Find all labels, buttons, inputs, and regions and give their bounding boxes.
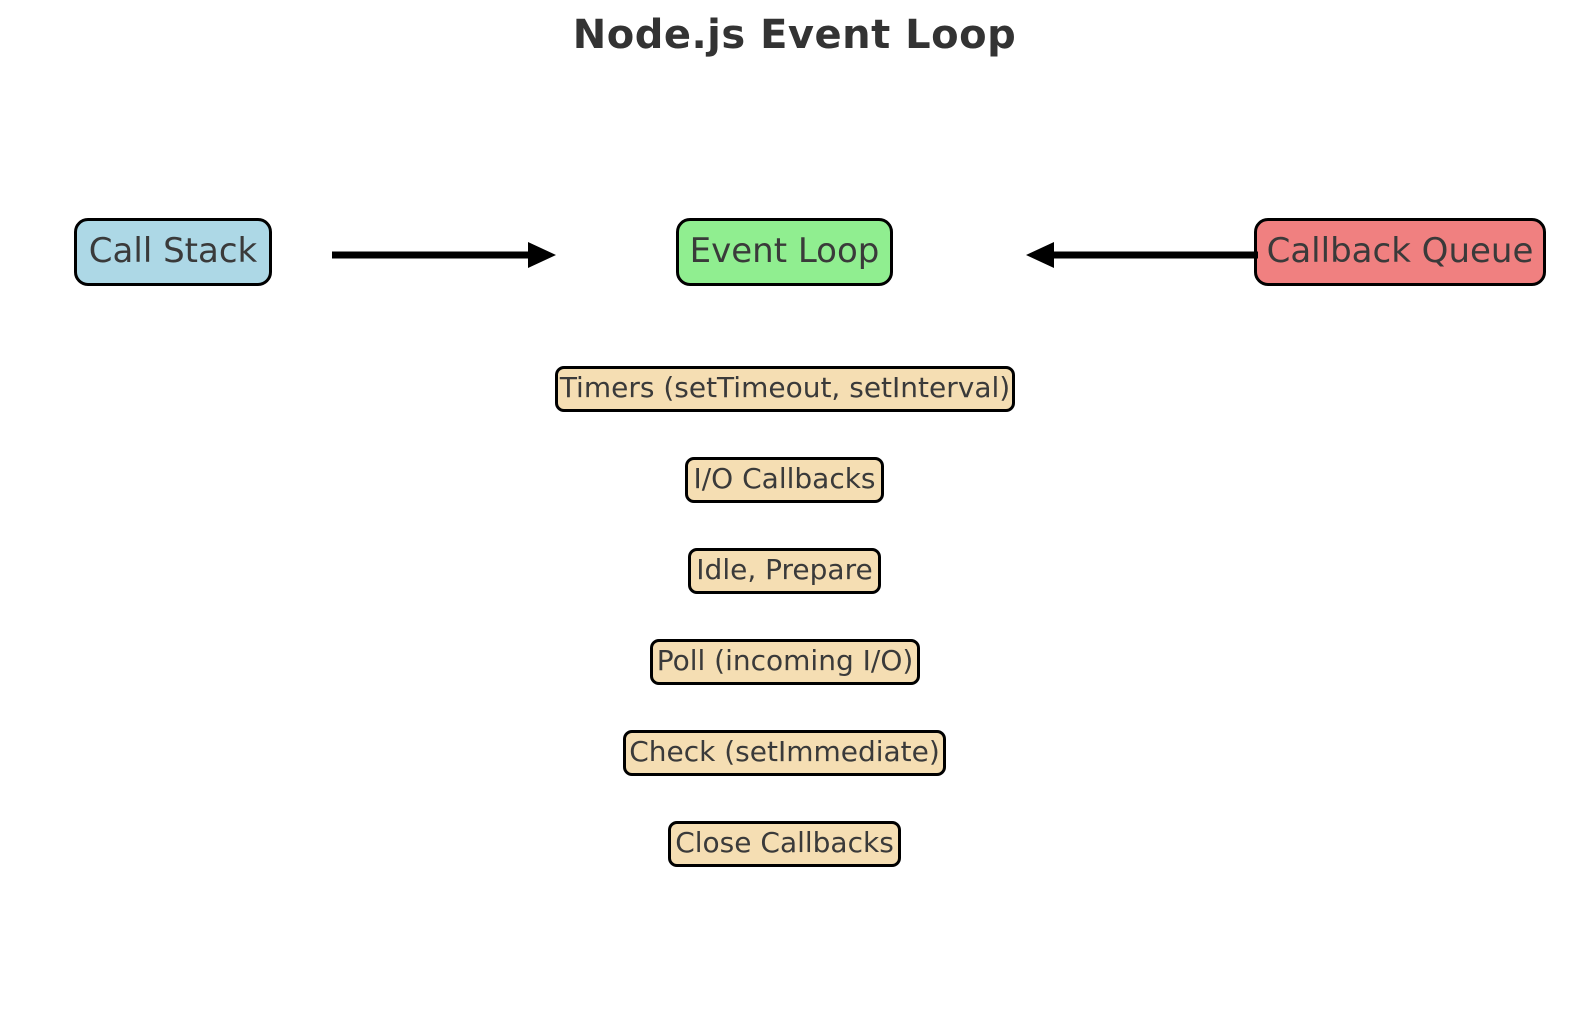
phase-io-callbacks[interactable]: I/O Callbacks <box>685 457 884 503</box>
phase-poll[interactable]: Poll (incoming I/O) <box>650 639 920 685</box>
phase-timers-label: Timers (setTimeout, setInterval) <box>559 371 1011 404</box>
phase-timers[interactable]: Timers (setTimeout, setInterval) <box>555 366 1015 412</box>
phase-check-label: Check (setImmediate) <box>629 735 940 768</box>
phase-io-callbacks-label: I/O Callbacks <box>693 462 876 495</box>
phase-idle-prepare[interactable]: Idle, Prepare <box>688 548 881 594</box>
phase-poll-label: Poll (incoming I/O) <box>656 644 914 677</box>
page-title: Node.js Event Loop <box>572 12 1017 58</box>
node-event-loop-label: Event Loop <box>689 231 880 271</box>
phase-close-callbacks-label: Close Callbacks <box>675 826 894 859</box>
node-call-stack[interactable]: Call Stack <box>74 218 272 286</box>
node-call-stack-label: Call Stack <box>88 231 258 271</box>
node-event-loop[interactable]: Event Loop <box>676 218 893 286</box>
phase-close-callbacks[interactable]: Close Callbacks <box>668 821 901 867</box>
phase-check[interactable]: Check (setImmediate) <box>623 730 946 776</box>
node-callback-queue[interactable]: Callback Queue <box>1254 218 1546 286</box>
arrow-call-stack-to-event-loop <box>332 242 556 268</box>
phase-idle-prepare-label: Idle, Prepare <box>696 553 873 586</box>
node-callback-queue-label: Callback Queue <box>1266 231 1534 271</box>
arrow-callback-queue-to-event-loop <box>1026 242 1258 268</box>
